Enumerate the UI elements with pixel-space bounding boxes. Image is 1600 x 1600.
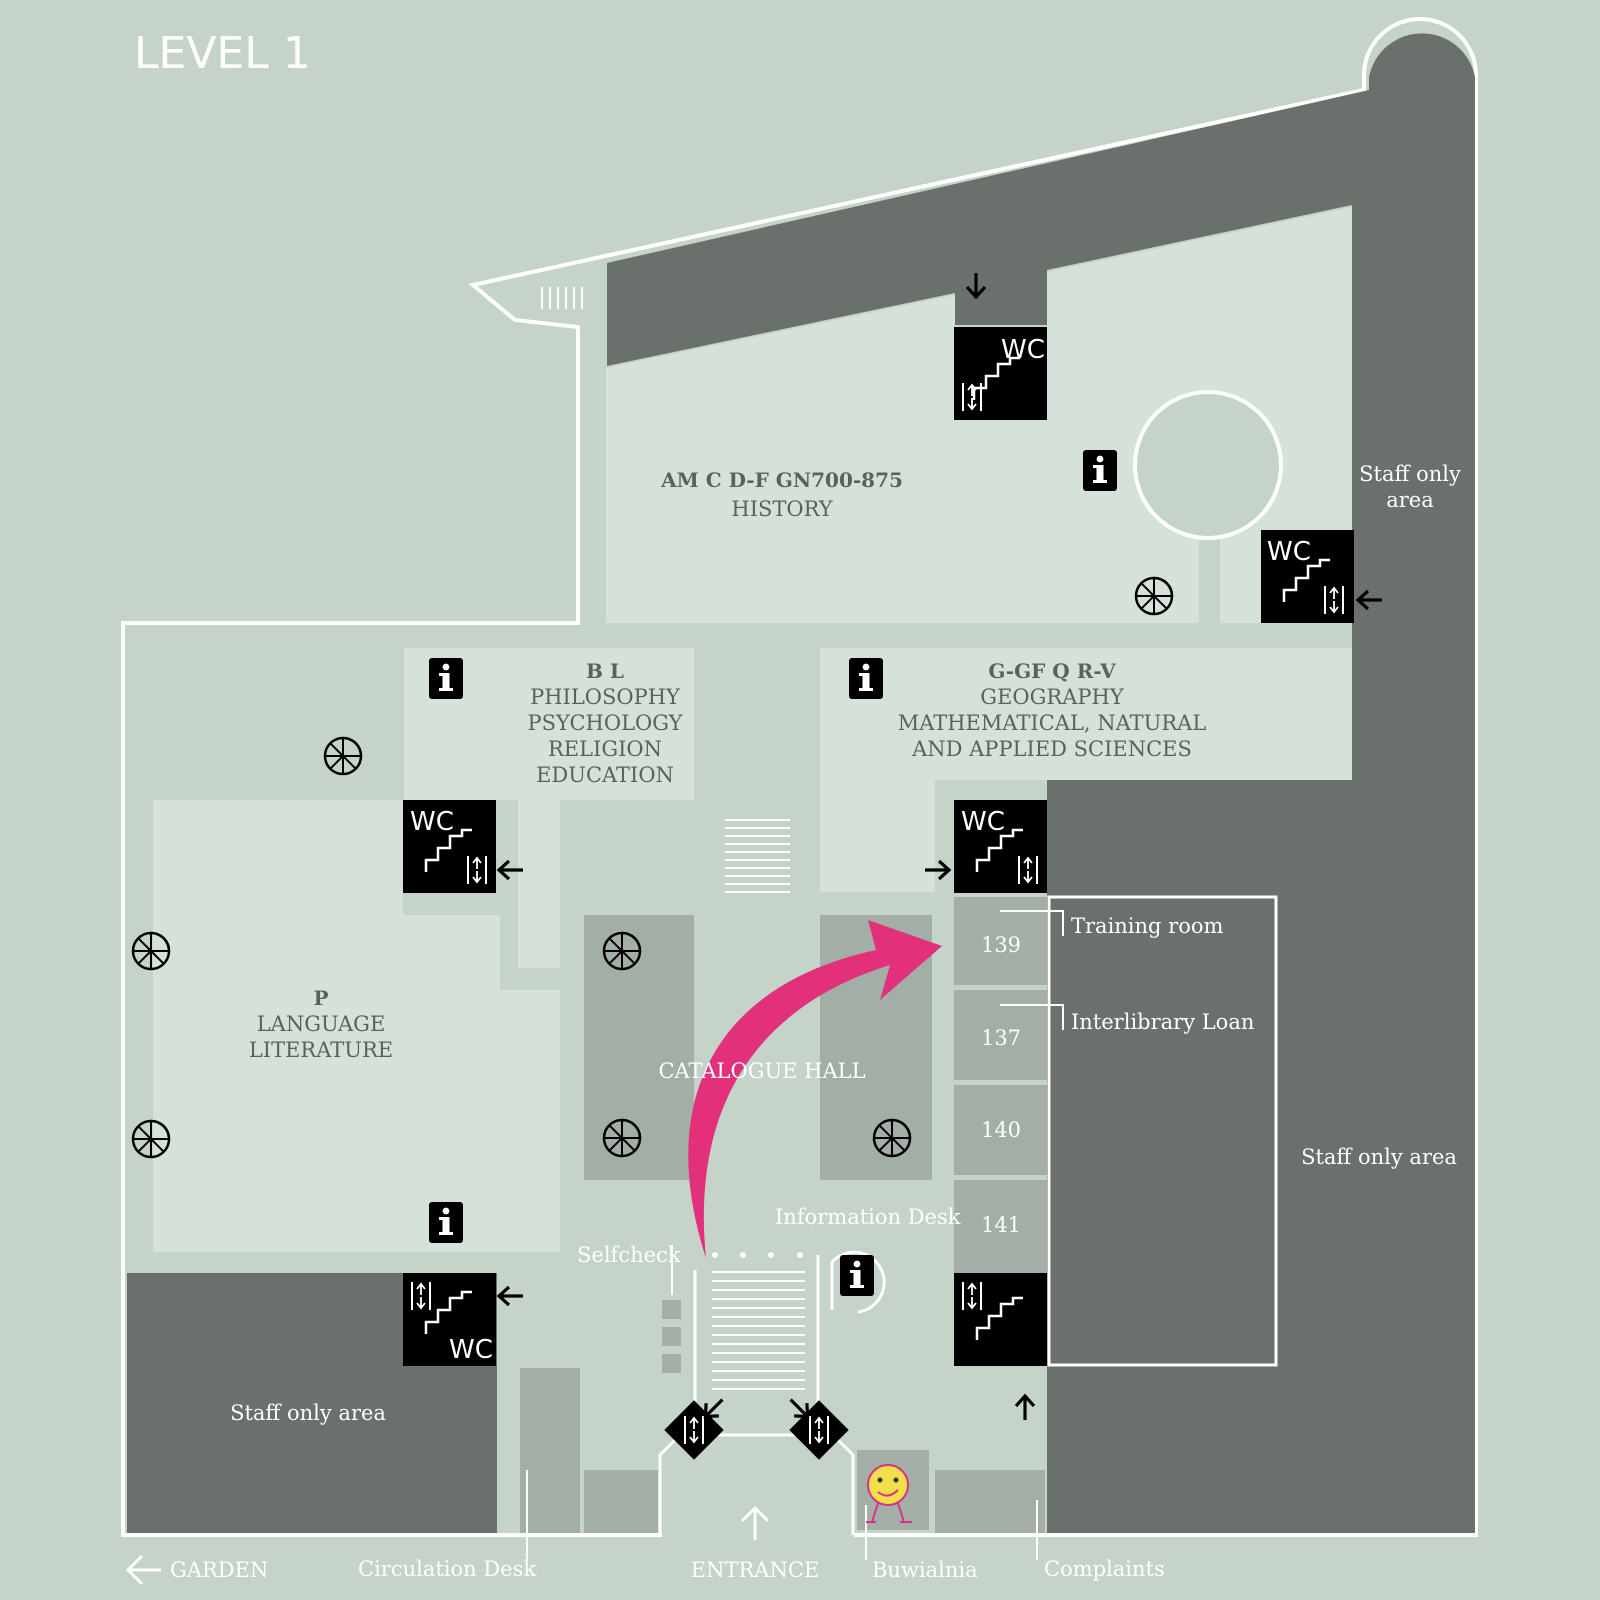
zone-history[interactable]: AM C D-F GN700-875 HISTORY xyxy=(660,468,903,521)
stairs-top-left xyxy=(541,287,583,309)
svg-text:P: P xyxy=(313,986,328,1010)
page-title: LEVEL 1 xyxy=(134,28,311,79)
room-number: 140 xyxy=(981,1118,1021,1142)
svg-text:AM C D-F GN700-875: AM C D-F GN700-875 xyxy=(660,468,903,492)
room-number: 137 xyxy=(981,1026,1021,1050)
svg-text:EDUCATION: EDUCATION xyxy=(536,763,674,787)
svg-text:PHILOSOPHY: PHILOSOPHY xyxy=(530,685,681,709)
wc-stairs-lift-icon[interactable]: WC xyxy=(403,800,496,893)
info-icon[interactable] xyxy=(849,658,883,699)
buwialnia-label: Buwialnia xyxy=(872,1558,978,1582)
svg-text:B L: B L xyxy=(586,659,624,683)
garden-arrow-icon xyxy=(125,1554,161,1586)
info-icon[interactable] xyxy=(1083,450,1117,491)
geography-area xyxy=(820,648,1352,780)
spiral-staircase-icon xyxy=(872,1118,912,1158)
svg-text:LANGUAGE: LANGUAGE xyxy=(257,1012,386,1036)
zone-language[interactable]: P LANGUAGE LITERATURE xyxy=(249,986,393,1062)
info-icon[interactable] xyxy=(429,658,463,699)
svg-text:WC: WC xyxy=(410,807,454,837)
selfcheck-machine[interactable] xyxy=(662,1300,681,1319)
room-number: 141 xyxy=(981,1213,1021,1237)
garden-label: GARDEN xyxy=(170,1558,268,1582)
wc-stairs-lift-icon[interactable]: WC xyxy=(403,1273,496,1366)
wc-stairs-lift-icon[interactable]: WC xyxy=(954,800,1047,893)
stairs-center xyxy=(725,819,790,893)
training-room-label: Training room xyxy=(1071,914,1223,938)
catalogue-hall-label: CATALOGUE HALL xyxy=(658,1059,865,1083)
zone-geography[interactable]: G-GF Q R-V GEOGRAPHY MATHEMATICAL, NATUR… xyxy=(898,659,1207,761)
entrance-railings xyxy=(693,1255,820,1437)
entrance-label: ENTRANCE xyxy=(691,1558,819,1582)
svg-text:WC: WC xyxy=(961,807,1005,837)
spiral-staircase-icon xyxy=(131,1119,171,1159)
svg-text:GEOGRAPHY: GEOGRAPHY xyxy=(980,685,1125,709)
zone-philosophy[interactable]: B L PHILOSOPHY PSYCHOLOGY RELIGION EDUCA… xyxy=(527,659,683,787)
svg-text:HISTORY: HISTORY xyxy=(731,497,833,521)
info-desk-dots xyxy=(712,1252,803,1258)
stairs-lift-icon[interactable] xyxy=(954,1273,1047,1366)
staff-area-label: Staff only xyxy=(1359,462,1461,486)
entrance-arrow-icon xyxy=(740,1505,770,1540)
svg-text:RELIGION: RELIGION xyxy=(548,737,662,761)
svg-text:G-GF Q R-V: G-GF Q R-V xyxy=(988,659,1116,683)
philosophy-wing xyxy=(518,800,560,968)
geography-wing xyxy=(820,780,935,892)
spiral-staircase-icon xyxy=(1134,576,1174,616)
highlight-arrow xyxy=(688,920,942,1258)
spiral-staircase-icon xyxy=(131,931,171,971)
spiral-staircase-icon xyxy=(602,1118,642,1158)
svg-text:WC: WC xyxy=(449,1335,493,1365)
language-area-ext2 xyxy=(500,990,560,1252)
information-desk-label: Information Desk xyxy=(775,1205,961,1229)
room-140[interactable] xyxy=(954,1085,1047,1175)
leader-lines xyxy=(526,910,1064,1560)
spiral-staircase-icon xyxy=(602,931,642,971)
wc-stairs-lift-icon[interactable]: WC xyxy=(954,327,1047,420)
interlibrary-loan-label: Interlibrary Loan xyxy=(1071,1010,1254,1034)
selfcheck-machine[interactable] xyxy=(662,1327,681,1346)
staff-area-label: Staff only area xyxy=(1301,1145,1457,1169)
stairs-entrance xyxy=(712,1271,805,1390)
circulation-block xyxy=(520,1368,580,1533)
wc-stairs-lift-icon[interactable]: WC xyxy=(1261,530,1354,623)
mascot-icon xyxy=(866,1464,912,1523)
information-desk[interactable] xyxy=(830,1250,886,1314)
staff-area-label: Staff only area xyxy=(230,1401,386,1425)
circulation-desk-label: Circulation Desk xyxy=(358,1557,536,1581)
rotunda xyxy=(1133,390,1283,540)
svg-text:PSYCHOLOGY: PSYCHOLOGY xyxy=(527,711,683,735)
room-number: 139 xyxy=(981,933,1021,957)
svg-text:MATHEMATICAL, NATURAL: MATHEMATICAL, NATURAL xyxy=(898,711,1207,735)
staff-zone-top xyxy=(607,33,1475,1533)
selfcheck-machine[interactable] xyxy=(662,1354,681,1373)
svg-text:WC: WC xyxy=(1001,335,1045,365)
training-room-outline xyxy=(1047,895,1278,1367)
staff-area-label: area xyxy=(1386,488,1434,512)
complaints-label: Complaints xyxy=(1044,1557,1165,1581)
room-141[interactable] xyxy=(954,1180,1047,1273)
language-area-ext xyxy=(403,915,500,1252)
info-icon[interactable] xyxy=(840,1255,874,1296)
svg-text:AND APPLIED SCIENCES: AND APPLIED SCIENCES xyxy=(911,737,1192,761)
language-area xyxy=(153,800,403,1252)
entrance-gap xyxy=(662,1529,854,1539)
svg-text:LITERATURE: LITERATURE xyxy=(249,1038,393,1062)
buwialnia-block xyxy=(935,1470,1045,1533)
circulation-block-2 xyxy=(584,1470,658,1533)
spiral-staircase-icon xyxy=(323,736,363,776)
info-icon[interactable] xyxy=(429,1202,463,1243)
selfcheck-label: Selfcheck xyxy=(577,1243,681,1267)
svg-text:WC: WC xyxy=(1267,537,1311,567)
